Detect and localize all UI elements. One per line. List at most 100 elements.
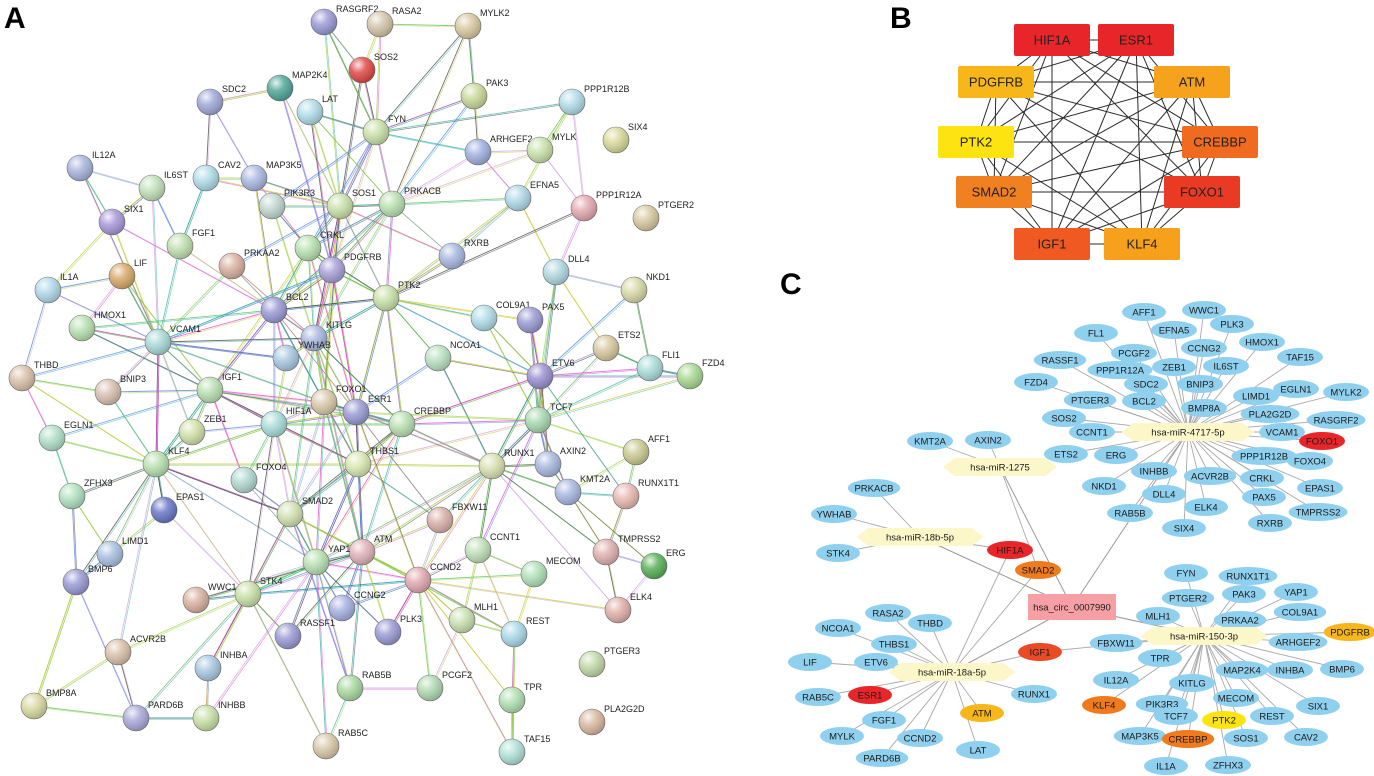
gene-node-inhbb[interactable]: INHBB [1131,462,1177,480]
ppi-node-runx1[interactable]: RUNX1 [478,448,535,480]
gene-node-six4[interactable]: SIX4 [1162,519,1206,537]
gene-node-foxo4[interactable]: FOXO4 [1287,452,1333,470]
ppi-node-mecom[interactable]: MECOM [520,556,581,588]
ppi-node-igf1[interactable]: IGF1 [196,372,242,404]
ppi-node-lif[interactable]: LIF [108,258,148,290]
gene-node-arhgef2[interactable]: ARHGEF2 [1268,633,1328,651]
gene-node-mlh1[interactable]: MLH1 [1136,607,1180,625]
gene-node-rassf1[interactable]: RASSF1 [1033,351,1087,369]
ppi-node-ccnt1[interactable]: CCNT1 [464,532,520,564]
ppi-node-rab5c[interactable]: RAB5C [312,728,369,760]
ppi-node-rassf1[interactable]: RASSF1 [274,618,335,650]
gene-node-yap1[interactable]: YAP1 [1274,583,1318,601]
ppi-node-elk4[interactable]: ELK4 [604,592,652,624]
gene-node-fzd4[interactable]: FZD4 [1014,373,1058,391]
ppi-node-ccnd2[interactable]: CCND2 [404,562,461,594]
hub-node-atm[interactable]: ATM [1154,66,1230,98]
gene-node-fbxw11[interactable]: FBXW11 [1089,634,1143,652]
ppi-node-mylk[interactable]: MYLK [526,132,577,164]
mirna-node-hsa-mir-1275[interactable]: hsa-miR-1275 [942,458,1058,476]
gene-node-vcam1[interactable]: VCAM1 [1259,423,1305,441]
ppi-node-foxo4[interactable]: FOXO4 [230,462,287,494]
gene-node-ppp1r12a[interactable]: PPP1R12A [1087,361,1153,379]
hub-node-klf4[interactable]: KLF4 [1104,228,1180,260]
gene-node-runx1t1[interactable]: RUNX1T1 [1218,567,1278,585]
hub-node-smad2[interactable]: SMAD2 [956,176,1032,208]
ppi-node-mlh1[interactable]: MLH1 [448,602,498,634]
ppi-node-map2k4[interactable]: MAP2K4 [266,70,328,102]
gene-node-epas1[interactable]: EPAS1 [1297,479,1343,497]
ppi-node-smad2[interactable]: SMAD2 [276,496,333,528]
gene-node-lif[interactable]: LIF [788,653,832,671]
gene-node-zeb1[interactable]: ZEB1 [1152,358,1196,376]
gene-node-bnip3[interactable]: BNIP3 [1177,375,1223,393]
gene-node-tmprss2[interactable]: TMPRSS2 [1288,503,1348,521]
circrna-node[interactable]: hsa_circ_0007990 [1028,594,1116,620]
ppi-node-ptger2[interactable]: PTGER2 [632,200,694,232]
ppi-node-atm[interactable]: ATM [348,534,392,566]
gene-node-six1[interactable]: SIX1 [1296,697,1340,715]
gene-node-plk3[interactable]: PLK3 [1210,315,1254,333]
gene-node-kmt2a[interactable]: KMT2A [907,432,953,450]
gene-node-ptk2[interactable]: PTK2 [1202,711,1246,729]
mirna-node-hsa-mir-4717-5p[interactable]: hsa-miR-4717-5p [1121,423,1255,441]
mirna-node-hsa-mir-150-3p[interactable]: hsa-miR-150-3p [1140,627,1268,645]
gene-node-ywhab[interactable]: YWHAB [811,505,857,523]
hub-node-crebbp[interactable]: CREBBP [1182,126,1258,158]
gene-node-sos2[interactable]: SOS2 [1042,409,1086,427]
ppi-node-thbs1[interactable]: THBS1 [344,446,399,478]
hub-node-hif1a[interactable]: HIF1A [1014,24,1090,56]
ppi-node-fbxw11[interactable]: FBXW11 [426,502,487,534]
gene-node-rasa2[interactable]: RASA2 [865,604,911,622]
hub-node-pdgfrb[interactable]: PDGFRB [958,66,1034,98]
ppi-node-il12a[interactable]: IL12A [66,150,116,182]
ppi-node-foxo1[interactable]: FOXO1 [310,384,367,416]
ppi-node-ptger3[interactable]: PTGER3 [578,646,640,678]
ppi-node-tpr[interactable]: TPR [498,682,543,714]
ppi-node-il6st[interactable]: IL6ST [138,170,189,202]
hub-node-igf1[interactable]: IGF1 [1014,228,1090,260]
ppi-node-zeb1[interactable]: ZEB1 [178,414,227,446]
gene-node-taf15[interactable]: TAF15 [1277,348,1323,366]
ppi-node-rest[interactable]: REST [500,616,551,648]
gene-node-bmp8a[interactable]: BMP8A [1181,399,1227,417]
ppi-node-fyn[interactable]: FYN [362,114,406,146]
mirna-node-hsa-mir-18b-5p[interactable]: hsa-miR-18b-5p [856,528,984,546]
gene-node-fyn[interactable]: FYN [1164,564,1208,582]
ppi-node-wwc1[interactable]: WWC1 [182,582,237,614]
ppi-node-kmt2a[interactable]: KMT2A [554,474,610,506]
ppi-node-fgf1[interactable]: FGF1 [166,228,215,260]
gene-node-egln1[interactable]: EGLN1 [1273,380,1319,398]
gene-node-mecom[interactable]: MECOM [1213,689,1259,707]
ppi-node-prkaa2[interactable]: PRKAA2 [218,248,280,280]
ppi-node-epas1[interactable]: EPAS1 [150,492,204,524]
gene-node-nkd1[interactable]: NKD1 [1082,477,1126,495]
ppi-node-bcl2[interactable]: BCL2 [260,292,309,324]
ppi-node-lat[interactable]: LAT [296,94,338,126]
ppi-node-hmox1[interactable]: HMOX1 [68,310,126,342]
ppi-node-ccng2[interactable]: CCNG2 [328,590,386,622]
ppi-node-ppp1r12a[interactable]: PPP1R12A [570,190,642,222]
gene-node-stk4[interactable]: STK4 [816,544,860,562]
ppi-node-kitlg[interactable]: KITLG [300,320,352,352]
ppi-node-arhgef2[interactable]: ARHGEF2 [464,134,533,166]
ppi-node-rxrb[interactable]: RXRB [438,238,489,270]
ppi-node-col9a1[interactable]: COL9A1 [470,300,531,332]
gene-node-sos1[interactable]: SOS1 [1224,729,1268,747]
gene-node-il6st[interactable]: IL6ST [1203,357,1249,375]
ppi-node-sos2[interactable]: SOS2 [348,52,398,84]
gene-node-thbd[interactable]: THBD [908,614,952,632]
ppi-node-ppp1r12b[interactable]: PPP1R12B [558,84,630,116]
gene-node-igf1[interactable]: IGF1 [1018,643,1062,661]
ppi-node-mylk2[interactable]: MYLK2 [454,8,510,40]
ppi-node-ywhab[interactable]: YWHAB [272,340,331,372]
ppi-node-ptk2[interactable]: PTK2 [372,280,421,312]
ppi-node-vcam1[interactable]: VCAM1 [144,324,201,356]
hub-node-ptk2[interactable]: PTK2 [938,126,1014,158]
ppi-node-sdc2[interactable]: SDC2 [196,84,246,116]
ppi-node-sos1[interactable]: SOS1 [326,188,376,220]
gene-node-esr1[interactable]: ESR1 [848,686,892,704]
gene-node-rest[interactable]: REST [1250,707,1294,725]
gene-node-prkacb[interactable]: PRKACB [847,479,901,497]
ppi-node-bmp6[interactable]: BMP6 [62,564,113,596]
